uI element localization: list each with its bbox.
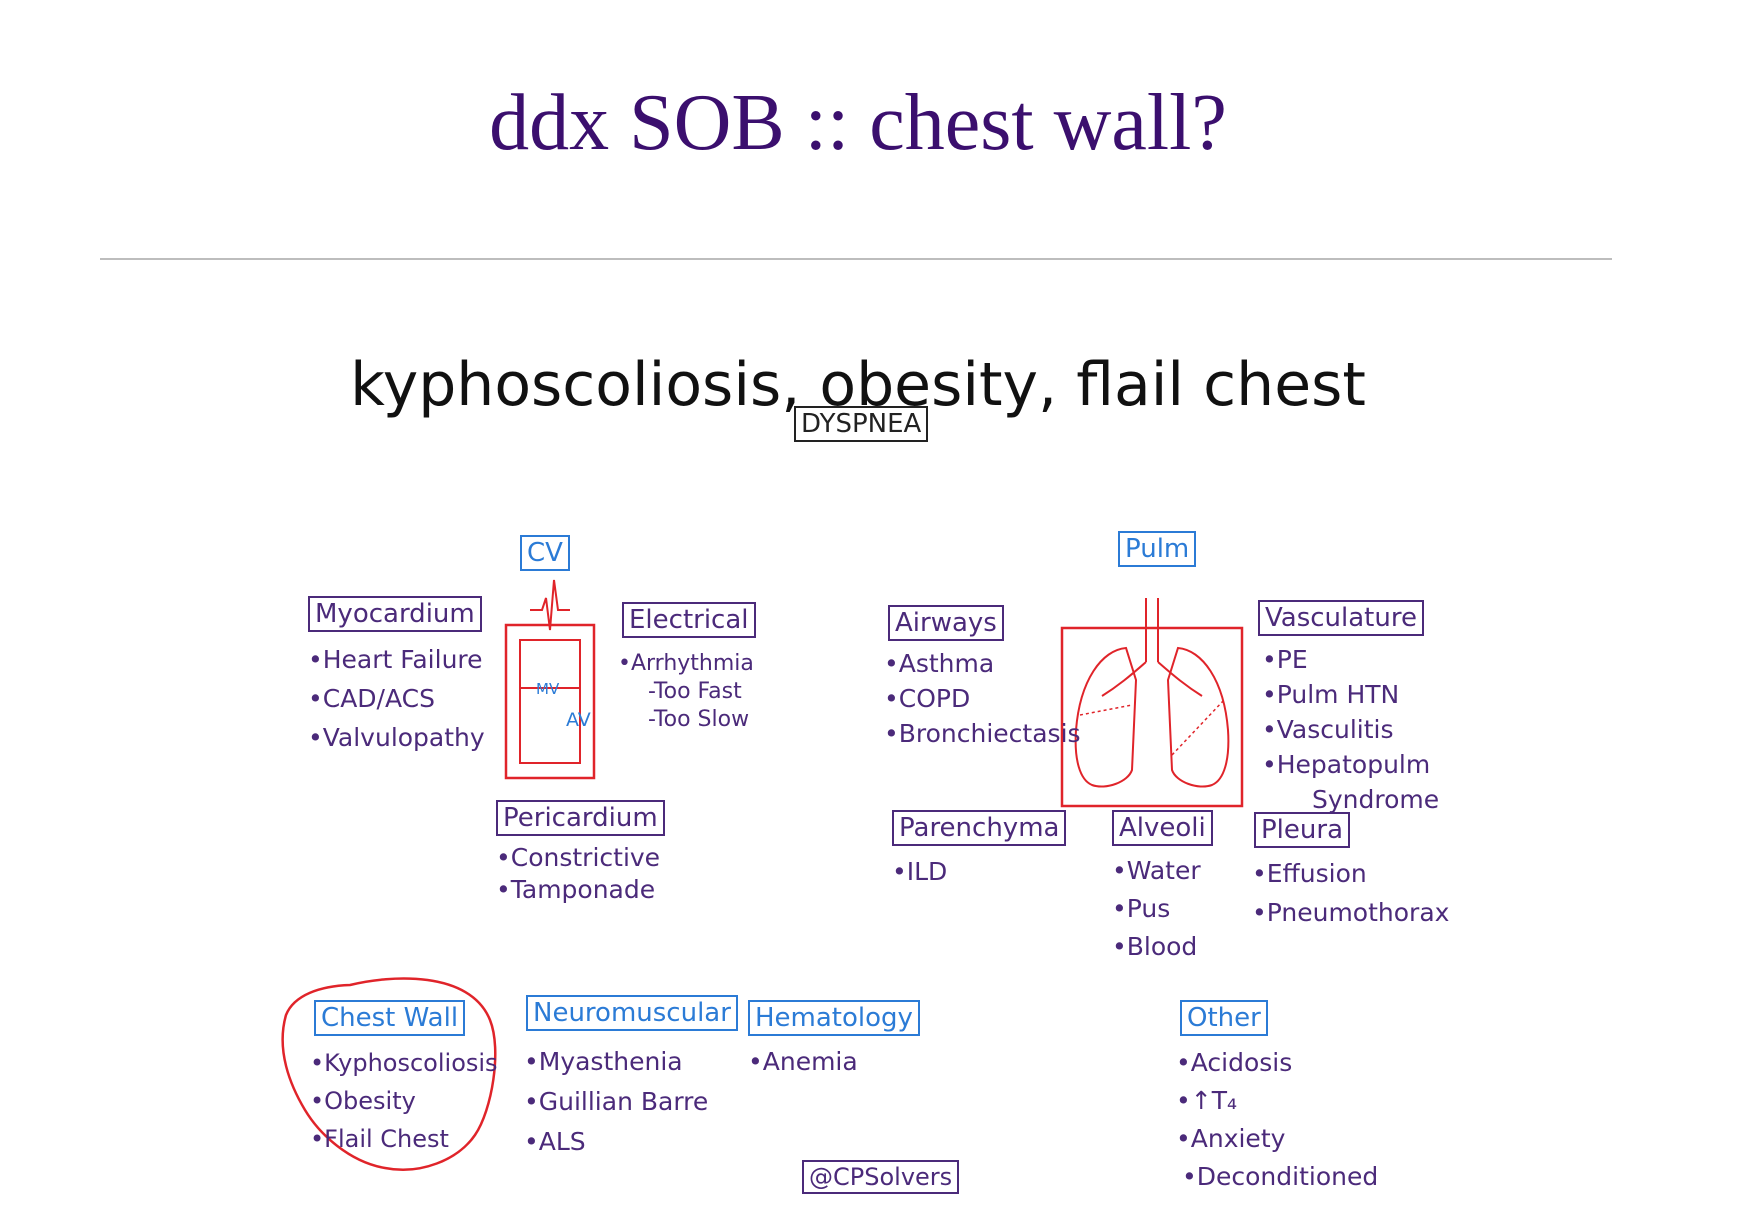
cv-header: CV <box>520 535 570 571</box>
pulm-header: Pulm <box>1118 531 1197 567</box>
myocardium-header: Myocardium <box>308 596 482 632</box>
list-item: •Water <box>1112 856 1201 885</box>
list-item: •Vasculitis <box>1262 715 1394 744</box>
diagram-drawings: MV AV <box>281 579 1244 1171</box>
list-item: •Pus <box>1112 894 1171 923</box>
list-item: •Constrictive <box>496 843 661 872</box>
list-item: •Bronchiectasis <box>884 719 1081 748</box>
dyspnea-root-label: DYSPNEA <box>794 406 929 442</box>
slide-title: ddx SOB :: chest wall? <box>489 79 1227 167</box>
dyspnea-diagram: MV AV DYSPNEA CV Pulm Myocardium •Heart … <box>280 406 1460 1220</box>
list-item: •Valvulopathy <box>308 723 485 752</box>
list-item: -Too Fast <box>648 679 742 704</box>
list-item: •ALS <box>524 1127 586 1156</box>
list-item: •Deconditioned <box>1182 1162 1379 1191</box>
list-item: •PE <box>1262 645 1308 674</box>
electrical-list: •Arrhythmia -Too Fast -Too Slow <box>618 650 754 734</box>
hematology-list: •Anemia <box>748 1042 858 1081</box>
heart-schematic-icon: MV AV <box>504 579 596 780</box>
neuromuscular-header: Neuromuscular <box>526 995 738 1031</box>
list-item: •Obesity <box>310 1087 416 1115</box>
list-item: •Anxiety <box>1176 1124 1286 1153</box>
slide-subtitle: kyphoscoliosis, obesity, flail chest <box>350 350 1366 420</box>
chest-wall-header: Chest Wall <box>314 1000 466 1036</box>
parenchyma-header: Parenchyma <box>892 810 1067 846</box>
pleura-header: Pleura <box>1254 812 1350 848</box>
list-item: •Blood <box>1112 932 1198 961</box>
alveoli-list: •Water •Pus •Blood <box>1112 852 1201 966</box>
list-item: •Kyphoscoliosis <box>310 1049 498 1077</box>
aortic-valve-label: AV <box>566 709 591 731</box>
list-item: •Guillian Barre <box>524 1087 709 1116</box>
pleura-list: •Effusion •Pneumothorax <box>1252 854 1449 932</box>
neuromuscular-list: •Myasthenia •Guillian Barre •ALS <box>524 1042 708 1162</box>
electrical-header: Electrical <box>622 602 756 638</box>
list-item: •Acidosis <box>1176 1048 1293 1077</box>
alveoli-header: Alveoli <box>1112 810 1213 846</box>
list-item: •Hepatopulm <box>1262 750 1431 779</box>
list-item: -Too Slow <box>648 707 750 732</box>
other-header: Other <box>1180 1000 1268 1036</box>
mitral-valve-label: MV <box>536 680 560 698</box>
chest-wall-list: •Kyphoscoliosis •Obesity •Flail Chest <box>310 1044 498 1158</box>
myocardium-list: •Heart Failure •CAD/ACS •Valvulopathy <box>308 640 485 757</box>
list-item: •CAD/ACS <box>308 684 435 713</box>
parenchyma-list: •ILD <box>892 852 947 891</box>
airways-list: •Asthma •COPD •Bronchiectasis <box>884 646 1081 751</box>
list-item: •Asthma <box>884 649 995 678</box>
list-item: •Pulm HTN <box>1262 680 1400 709</box>
credit-label: @CPSolvers <box>802 1160 960 1194</box>
list-item: •ILD <box>892 857 948 886</box>
list-item: •Effusion <box>1252 859 1367 888</box>
airways-header: Airways <box>888 605 1004 641</box>
vasculature-header: Vasculature <box>1258 600 1424 636</box>
list-item: •Flail Chest <box>310 1125 449 1153</box>
list-item: Syndrome <box>1312 785 1440 814</box>
vasculature-list: •PE •Pulm HTN •Vasculitis •Hepatopulm Sy… <box>1262 642 1439 817</box>
list-item: •Heart Failure <box>308 645 483 674</box>
other-list: •Acidosis •↑T₄ •Anxiety •Deconditioned <box>1176 1044 1378 1196</box>
list-item: •Arrhythmia <box>618 651 754 676</box>
lungs-schematic-icon <box>1060 598 1244 808</box>
pericardium-header: Pericardium <box>496 800 665 836</box>
list-item: •COPD <box>884 684 971 713</box>
list-item: •Myasthenia <box>524 1047 683 1076</box>
list-item: •↑T₄ <box>1176 1086 1237 1115</box>
title-divider <box>100 258 1612 260</box>
list-item: •Anemia <box>748 1047 858 1076</box>
highlight-circle <box>281 977 497 1171</box>
hematology-header: Hematology <box>748 1000 920 1036</box>
list-item: •Pneumothorax <box>1252 898 1450 927</box>
list-item: •Tamponade <box>496 875 656 904</box>
pericardium-list: •Constrictive •Tamponade <box>496 842 660 906</box>
